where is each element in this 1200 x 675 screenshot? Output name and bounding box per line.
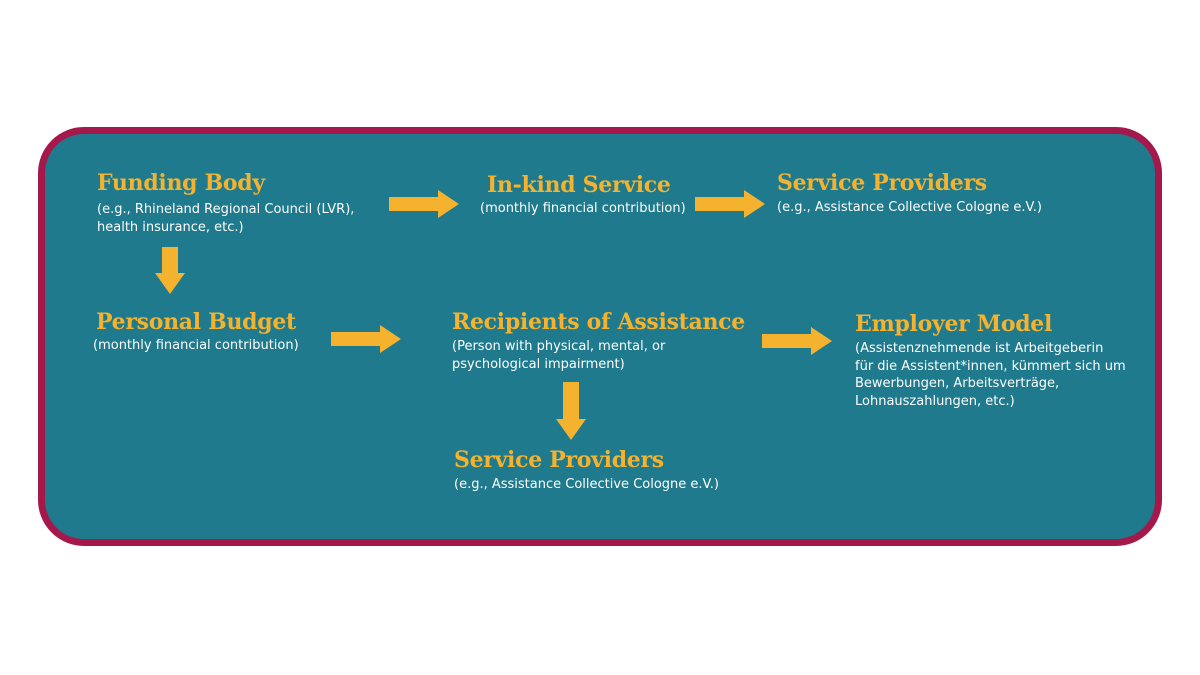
node-service-providers-bottom: Service Providers (e.g., Assistance Coll…	[454, 447, 719, 494]
description-line: psychological impairment)	[452, 356, 625, 372]
node-personal-budget: Personal Budget (monthly financial contr…	[93, 309, 299, 355]
arrow-shape	[331, 325, 401, 353]
node-service-providers-top: Service Providers (e.g., Assistance Coll…	[777, 170, 1042, 217]
description-line: Bewerbungen, Arbeitsverträge,	[855, 376, 1060, 391]
description-line: health insurance, etc.)	[97, 219, 244, 235]
arrow-down-icon	[556, 382, 586, 440]
node-title: Employer Model	[855, 311, 1053, 337]
node-title: Personal Budget	[96, 309, 296, 335]
arrow-shape	[155, 247, 185, 294]
node-employer-model: Employer Model (Assistenznehmende ist Ar…	[855, 311, 1126, 410]
node-in-kind-service: In-kind Service (monthly financial contr…	[480, 172, 686, 218]
description-line: (Person with physical, mental, or	[452, 339, 666, 354]
node-description: (monthly financial contribution)	[93, 337, 299, 355]
node-title: Service Providers	[777, 170, 987, 196]
node-recipients-of-assistance: Recipients of Assistance (Person with ph…	[452, 309, 745, 373]
node-description: (monthly financial contribution)	[480, 200, 686, 218]
description-line: (e.g., Rhineland Regional Council (LVR),	[97, 202, 355, 217]
node-title: Service Providers	[454, 447, 664, 473]
arrow-right-icon	[762, 327, 832, 355]
node-title: Funding Body	[97, 170, 265, 196]
node-description: (e.g., Rhineland Regional Council (LVR),…	[97, 201, 354, 236]
description-line: (e.g., Assistance Collective Cologne e.V…	[454, 477, 719, 492]
arrow-right-icon	[389, 190, 459, 218]
description-line: (Assistenznehmende ist Arbeitgeberin	[855, 341, 1104, 356]
arrow-right-icon	[695, 190, 765, 218]
arrow-down-icon	[155, 247, 185, 294]
node-title: In-kind Service	[487, 172, 671, 198]
node-funding-body: Funding Body (e.g., Rhineland Regional C…	[97, 170, 354, 236]
arrow-shape	[695, 190, 765, 218]
node-description: (Assistenznehmende ist Arbeitgeberin für…	[855, 340, 1126, 410]
arrow-right-icon	[331, 325, 401, 353]
node-description: (Person with physical, mental, or psycho…	[452, 338, 745, 373]
node-title: Recipients of Assistance	[452, 309, 745, 335]
description-line: Lohnauszahlungen, etc.)	[855, 393, 1015, 409]
description-line: (monthly financial contribution)	[480, 201, 686, 216]
arrow-shape	[389, 190, 459, 218]
arrow-shape	[556, 382, 586, 440]
node-description: (e.g., Assistance Collective Cologne e.V…	[454, 476, 719, 494]
arrow-shape	[762, 327, 832, 355]
description-line: (e.g., Assistance Collective Cologne e.V…	[777, 200, 1042, 215]
description-line: (monthly financial contribution)	[93, 338, 299, 353]
diagram-panel	[38, 127, 1162, 546]
description-line: für die Assistent*innen, kümmert sich um	[855, 358, 1126, 374]
node-description: (e.g., Assistance Collective Cologne e.V…	[777, 199, 1042, 217]
